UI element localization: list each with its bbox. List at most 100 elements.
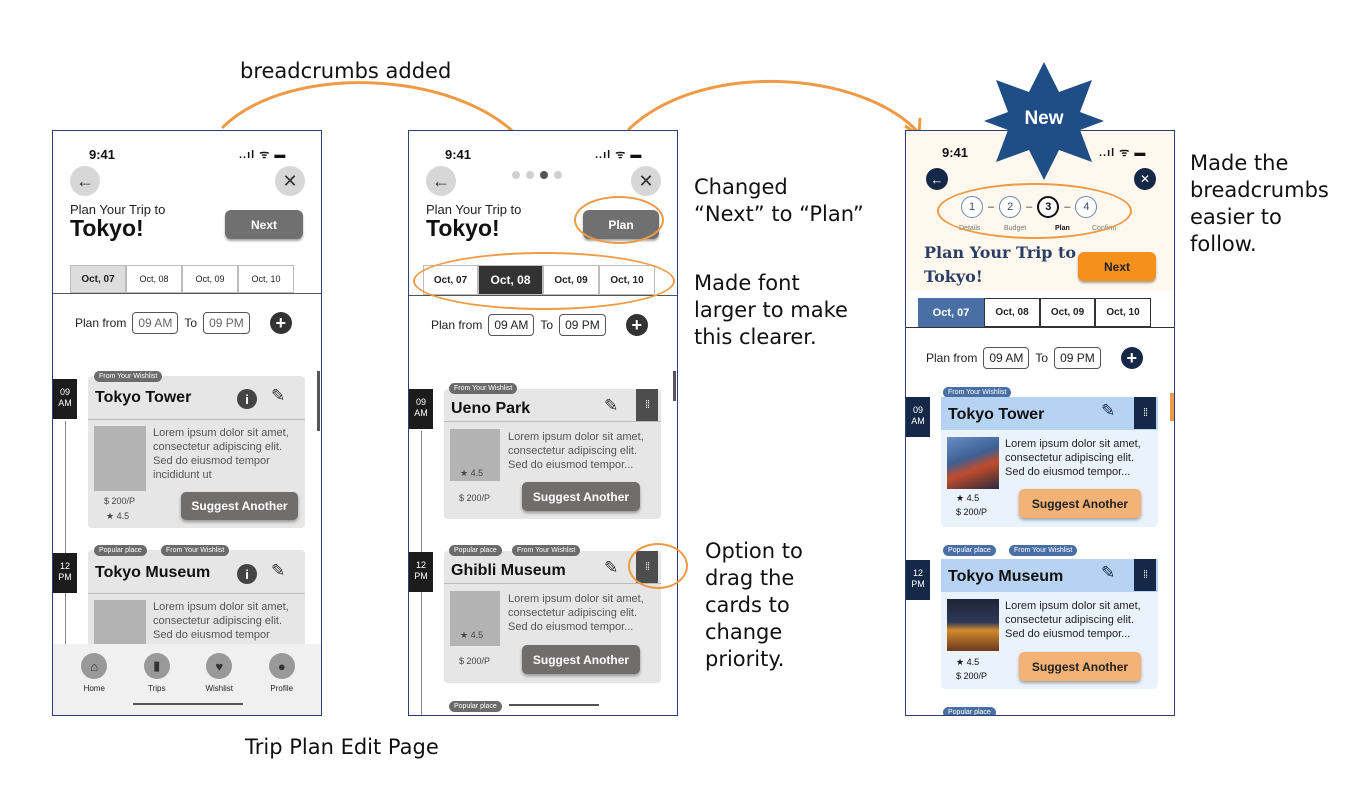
rating: ★ 4.5 <box>460 630 484 640</box>
suggest-another-button[interactable]: Suggest Another <box>522 645 640 674</box>
to-time-input[interactable]: 09 PM <box>559 314 606 336</box>
info-icon[interactable]: i <box>237 564 257 584</box>
price: $ 200/P <box>956 671 988 681</box>
suggest-another-button[interactable]: Suggest Another <box>181 492 298 520</box>
tab-oct-08[interactable]: Oct, 08 <box>984 298 1040 327</box>
close-icon: ✕ <box>1139 172 1151 186</box>
card-description: Lorem ipsum dolor sit amet, consectetur … <box>508 431 644 471</box>
chip-popular: Popular place <box>943 545 996 556</box>
suggest-another-button[interactable]: Suggest Another <box>1019 652 1141 681</box>
annotation-drag: Option to drag the cards to change prior… <box>705 539 803 671</box>
nav-home[interactable]: ⌂Home <box>69 653 119 693</box>
tab-oct-10[interactable]: Oct, 10 <box>1095 298 1151 327</box>
to-label: To <box>184 316 198 330</box>
scrollbar[interactable] <box>1170 393 1174 421</box>
info-icon[interactable]: i <box>237 389 257 409</box>
close-button[interactable]: ✕ <box>1134 168 1156 190</box>
activity-card-2[interactable]: Popular place From Your Wishlist Ghibli … <box>444 545 661 683</box>
card-title: Tokyo Museum <box>948 568 1064 585</box>
plan-label: Plan Your Trip to <box>70 202 166 217</box>
activity-card-1[interactable]: From Your Wishlist Ueno Park ✎ ⁞⁞ ★ 4.5 … <box>444 383 661 519</box>
pencil-icon[interactable]: ✎ <box>271 561 286 580</box>
nav-trips[interactable]: ▮Trips <box>132 653 182 693</box>
card-description: Lorem ipsum dolor sit amet, consectetur … <box>153 427 289 481</box>
nav-wishlist[interactable]: ♥Wishlist <box>194 653 244 693</box>
add-button[interactable]: + <box>1120 347 1143 369</box>
tab-oct-07[interactable]: Oct, 07 <box>70 265 126 293</box>
scrollbar[interactable] <box>673 371 676 401</box>
annotation-breadcrumbs-added: breadcrumbs added <box>240 59 452 83</box>
to-label: To <box>1035 351 1049 365</box>
card-description: Lorem ipsum dolor sit amet, consectetur … <box>1005 600 1141 640</box>
pencil-icon[interactable]: ✎ <box>1101 563 1116 582</box>
image-placeholder <box>450 429 500 481</box>
activity-card-1[interactable]: From Your Wishlist Tokyo Tower ✎ ⁞⁞ Lore… <box>941 387 1158 527</box>
scrollbar[interactable] <box>317 371 320 431</box>
drag-handle-icon[interactable]: ⁞⁞ <box>636 389 658 421</box>
tokyo-tower-photo <box>947 437 999 489</box>
back-arrow-icon: ← <box>76 170 94 191</box>
next-button[interactable]: Next <box>1078 252 1156 281</box>
plan-title-line2: Tokyo! <box>924 267 983 286</box>
chip-popular: Popular place <box>943 707 996 715</box>
highlight-tabs <box>413 252 675 310</box>
price: $ 200/P <box>104 496 136 506</box>
tab-oct-08[interactable]: Oct, 08 <box>126 265 182 293</box>
status-time: 9:41 <box>89 147 116 162</box>
drag-handle-icon[interactable]: ⁞⁞ <box>1134 559 1156 591</box>
suggest-another-button[interactable]: Suggest Another <box>522 482 640 511</box>
close-button[interactable]: ✕ <box>275 166 305 196</box>
home-indicator <box>509 704 599 706</box>
card-title: Tokyo Tower <box>948 406 1045 423</box>
back-button[interactable]: ← <box>426 166 456 196</box>
pencil-icon[interactable]: ✎ <box>1101 401 1116 420</box>
pencil-icon[interactable]: ✎ <box>604 558 619 577</box>
activity-card-1[interactable]: From Your Wishlist Tokyo Tower i ✎ Lorem… <box>88 371 305 528</box>
rating: ★ 4.5 <box>956 493 980 503</box>
back-button[interactable]: ← <box>70 166 100 196</box>
image-placeholder <box>94 426 146 491</box>
back-button[interactable]: ← <box>926 168 948 190</box>
price: $ 200/P <box>459 493 491 503</box>
image-placeholder <box>450 591 500 646</box>
drag-handle-icon[interactable]: ⁞⁞ <box>1134 397 1156 429</box>
next-button[interactable]: Next <box>225 210 303 239</box>
tab-oct-07[interactable]: Oct, 07 <box>918 298 984 327</box>
from-time-input[interactable]: 09 AM <box>983 347 1030 369</box>
status-icons: ..ıl ᯤ ▬ <box>595 149 643 161</box>
add-button[interactable]: + <box>269 312 292 334</box>
tab-oct-09[interactable]: Oct, 09 <box>1040 298 1095 327</box>
activity-card-2[interactable]: Popular place From Your Wishlist Tokyo M… <box>88 545 305 650</box>
close-button[interactable]: ✕ <box>631 166 661 196</box>
card-description: Lorem ipsum dolor sit amet, consectetur … <box>1005 438 1141 478</box>
pencil-icon[interactable]: ✎ <box>271 386 286 405</box>
nav-profile[interactable]: ●Profile <box>257 653 307 693</box>
price: $ 200/P <box>459 656 491 666</box>
new-badge-label: New <box>1024 108 1064 129</box>
add-button[interactable]: + <box>625 314 648 336</box>
close-icon: ✕ <box>282 170 298 191</box>
to-time-input[interactable]: 09 PM <box>203 312 250 334</box>
card-title: Tokyo Tower <box>95 389 192 406</box>
tab-oct-10[interactable]: Oct, 10 <box>238 265 294 293</box>
activity-card-2[interactable]: Popular place From Your Wishlist Tokyo M… <box>941 545 1158 689</box>
plan-from-label: Plan from <box>926 351 978 365</box>
card-description: Lorem ipsum dolor sit amet, consectetur … <box>153 601 289 641</box>
from-time-input[interactable]: 09 AM <box>132 312 179 334</box>
home-icon: ⌂ <box>81 653 108 679</box>
to-time-input[interactable]: 09 PM <box>1054 347 1101 369</box>
rating: ★ 4.5 <box>106 511 130 521</box>
status-icons: ..ıl ᯤ ▬ <box>239 149 287 161</box>
suggest-another-button[interactable]: Suggest Another <box>1019 489 1141 518</box>
pencil-icon[interactable]: ✎ <box>604 396 619 415</box>
status-time: 9:41 <box>942 145 969 160</box>
heart-icon: ♥ <box>206 653 233 679</box>
plan-from-row: Plan from 09 AM To 09 PM + <box>75 312 292 334</box>
from-time-input[interactable]: 09 AM <box>488 314 535 336</box>
home-indicator <box>133 703 243 705</box>
user-icon: ● <box>268 653 295 679</box>
tab-oct-09[interactable]: Oct, 09 <box>182 265 238 293</box>
rating: ★ 4.5 <box>956 657 980 667</box>
